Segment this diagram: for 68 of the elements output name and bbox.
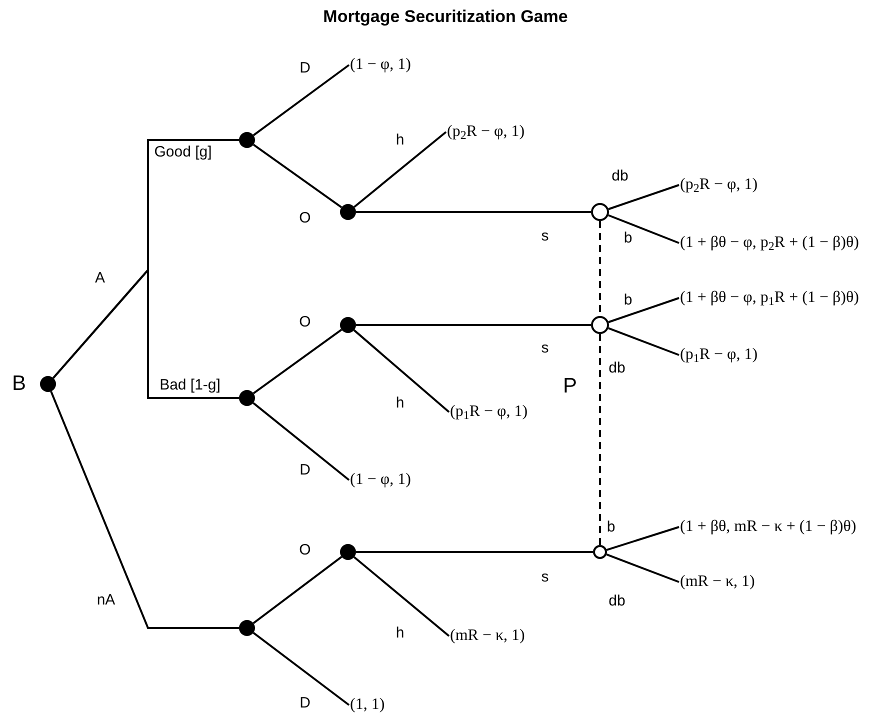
information-set-node [591,316,609,334]
player-label: B [12,373,26,394]
edge-label: db [608,360,626,376]
branch-line [252,402,350,481]
information-set-node [593,545,607,559]
edge-label: b [624,292,632,308]
decision-node [340,204,356,220]
payoff-label: (1 + βθ − φ, p$_{2}$R + (1 − β)θ) [680,233,859,253]
branch-line [252,328,342,394]
branch-line [356,551,593,553]
branch-line [252,632,350,706]
payoff-label: (1 − φ, 1) [350,470,411,490]
edge-label: nA [96,592,116,608]
payoff-label: (p$_{2}$R − φ, 1) [447,122,525,142]
branch-line [354,556,450,637]
edge-label: db [612,168,628,184]
payoff-label: (p$_{1}$R − φ, 1) [450,402,528,422]
edge-label: h [396,396,404,410]
diagram-title: Mortgage Securitization Game [323,7,568,26]
edge-label: O [299,210,311,226]
branch-line [606,526,680,551]
edge-label: s [541,228,549,244]
decision-node [239,132,255,148]
branch-line [252,556,342,624]
payoff-label: (1 + βθ, mR − κ + (1 − β)θ) [680,517,856,537]
edge-label: O [299,314,311,330]
edge-label: O [299,542,311,558]
edge-label: Good [g] [154,144,212,160]
edge-label: b [606,520,616,534]
branch-line [252,144,342,208]
branch-line [356,324,591,326]
edge-label: h [396,132,404,148]
branch-line [608,297,680,324]
payoff-label: (mR − κ, 1) [680,572,755,592]
decision-node [40,376,56,392]
branch-line [356,211,591,213]
edge-label: b [624,230,632,246]
move-label: A [95,270,105,286]
decision-node [239,390,255,406]
branch-line [608,214,680,244]
branch-line [50,391,239,629]
payoff-label: (1 − φ, 1) [350,55,411,75]
decision-node [340,317,356,333]
branch-line [354,131,447,208]
branch-line [353,329,450,413]
branch-line [608,327,680,356]
decision-node [239,620,255,636]
branch-line [252,64,350,136]
branch-line [606,554,680,583]
edge-label: D [300,696,310,710]
edge-label: db [608,594,626,608]
edge-label: s [541,340,549,356]
payoff-label: (1, 1) [350,695,385,715]
branch-line [52,267,239,399]
information-set-line [599,334,601,545]
payoff-label: (p$_{1}$R − φ, 1) [680,345,758,365]
edge-label: Bad [1-g] [160,378,220,392]
payoff-label: (mR − κ, 1) [450,626,525,646]
branch-line [608,184,680,210]
edge-label: D [300,462,310,478]
player-label: P [563,376,577,396]
decision-node [340,544,356,560]
edge-label: h [396,626,404,640]
edge-label: s [541,570,549,584]
payoff-label: (p$_{2}$R − φ, 1) [680,175,758,195]
payoff-label: (1 + βθ − φ, p$_{1}$R + (1 − β)θ) [680,288,859,308]
edge-label: D [300,60,310,76]
information-set-node [591,203,609,221]
